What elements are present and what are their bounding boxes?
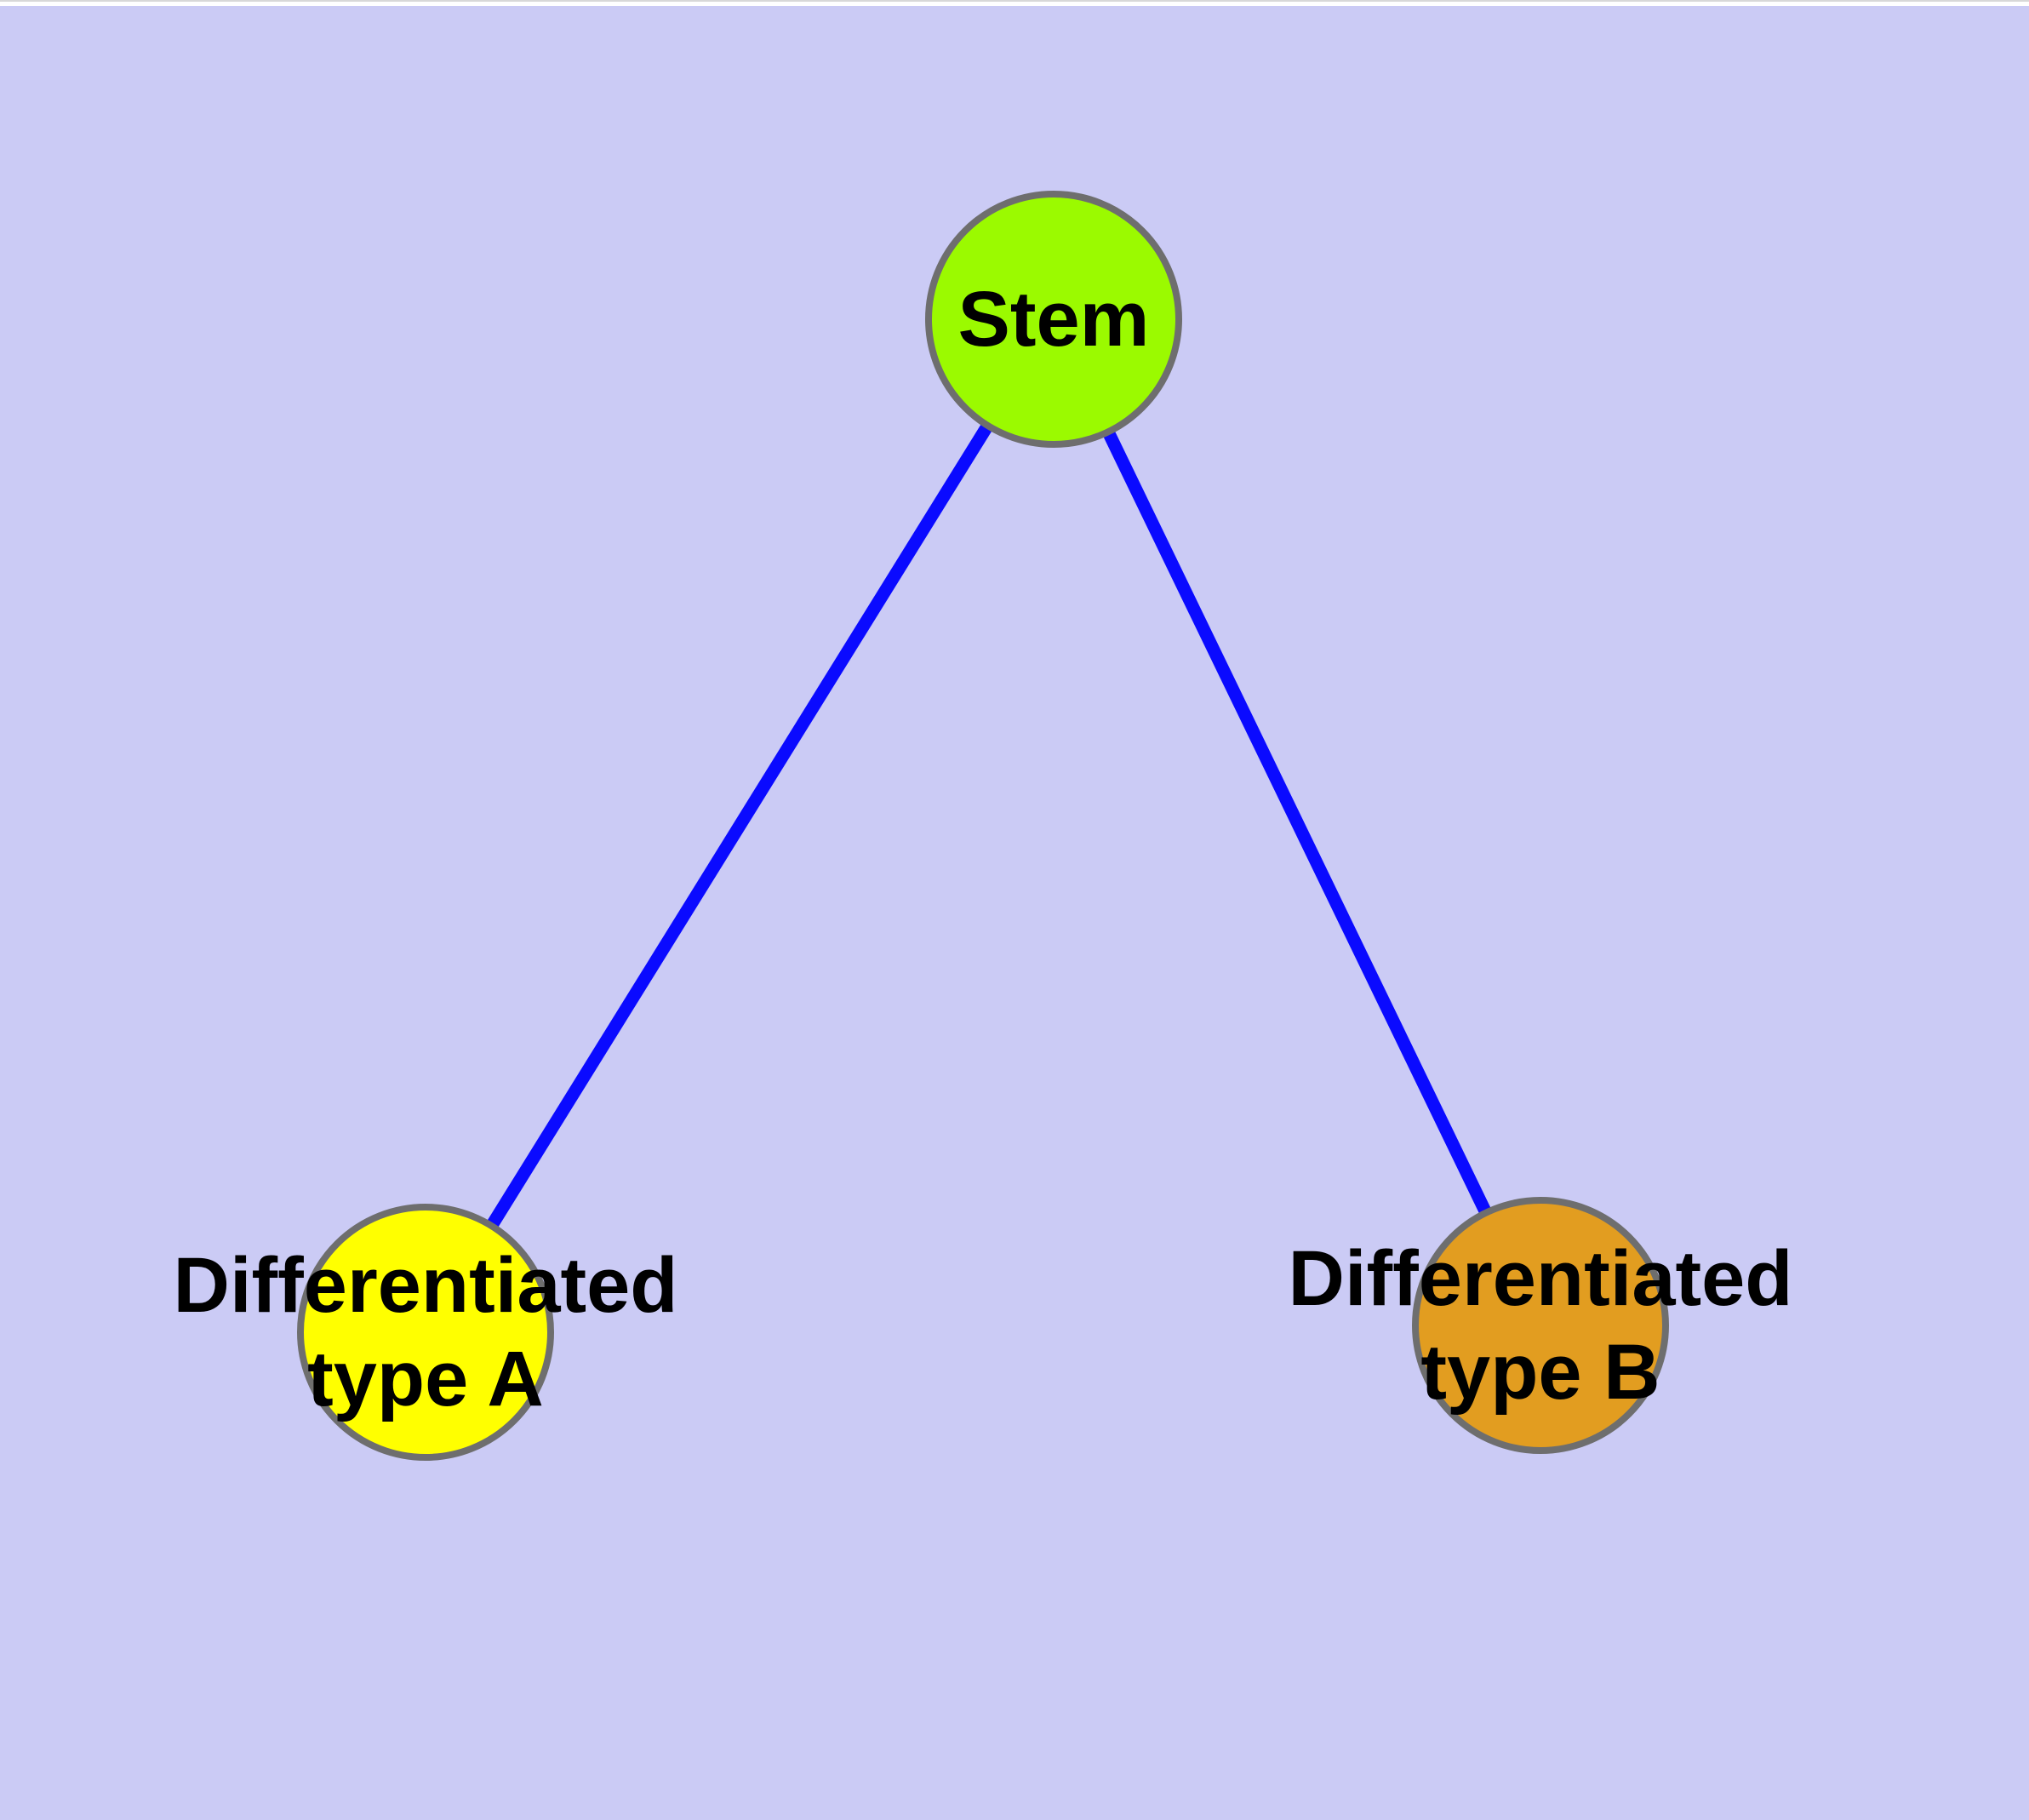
edge-stem-to-type-b [1048, 316, 1546, 1329]
node-differentiated-type-a[interactable]: Differentiated type A [174, 1204, 677, 1461]
edge-stem-to-type-a [420, 316, 1060, 1336]
node-differentiated-type-b[interactable]: Differentiated type B [1289, 1197, 1792, 1454]
node-stem[interactable]: Stem [925, 191, 1182, 448]
window-top-hairline [0, 0, 2029, 2]
